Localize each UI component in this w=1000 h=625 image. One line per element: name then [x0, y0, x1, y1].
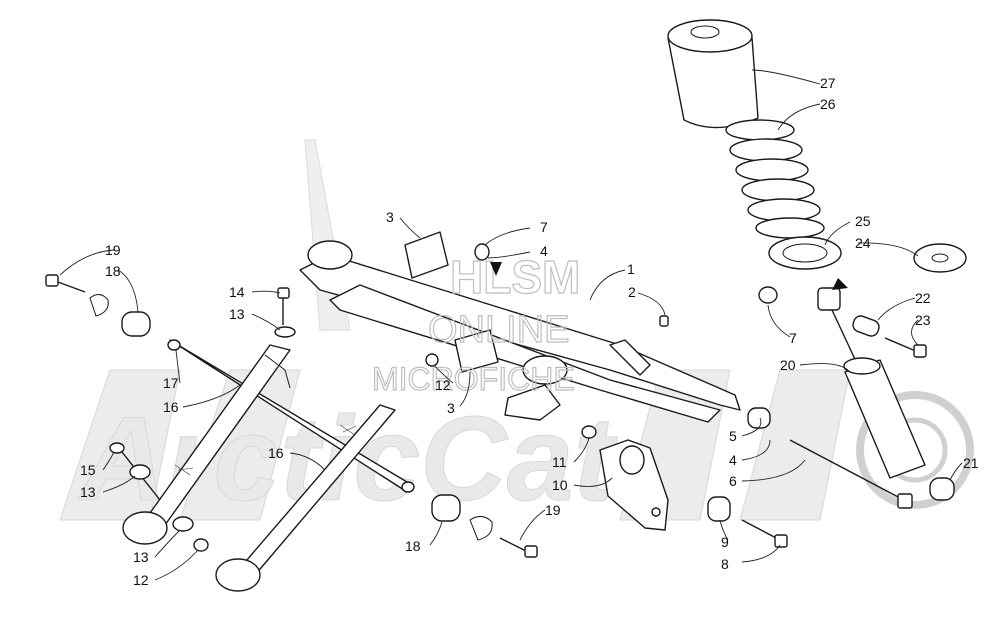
callout-20: 20 — [780, 357, 796, 373]
callout-18-lower: 18 — [405, 538, 421, 554]
watermark-letter-shape — [179, 369, 301, 521]
part-18-bushing-lower — [431, 494, 461, 522]
part-10-mount-bracket — [599, 439, 669, 531]
part-18-bushing-upper — [121, 311, 151, 337]
callout-13-top: 13 — [229, 306, 245, 322]
callout-19-lower: 19 — [545, 502, 561, 518]
part-14-bolt — [277, 287, 290, 325]
callout-17: 17 — [163, 375, 179, 391]
watermark-letter-shape — [739, 369, 851, 521]
leader-lines — [59, 69, 963, 581]
part-16-bracket-tab — [264, 354, 291, 389]
callout-12-lower: 12 — [133, 572, 149, 588]
callout-5: 5 — [729, 428, 737, 444]
callout-3-upper: 3 — [386, 209, 394, 225]
part-16-idler-arm-left — [122, 344, 291, 545]
part-13-washer-lower — [172, 516, 194, 532]
cap-washer-lower — [469, 516, 493, 541]
hlsm-watermark: HLSM ONLINE MICROFICHE — [371, 250, 581, 397]
callout-6: 6 — [729, 473, 737, 489]
callout-7-right: 7 — [789, 330, 797, 346]
part-12-nut-lower — [193, 538, 209, 552]
part-9-bushing — [707, 496, 731, 522]
callout-1: 1 — [627, 261, 635, 277]
part-8-bolt — [741, 519, 788, 548]
part-13-washer-upper — [129, 464, 151, 480]
part-23-shock-bolt — [884, 337, 927, 358]
callout-4-lower: 4 — [729, 452, 737, 468]
part-3-bracket-upper — [404, 231, 449, 279]
part-24-spring-retainer — [913, 243, 967, 273]
callout-11: 11 — [552, 454, 567, 470]
callout-12-center: 12 — [435, 377, 451, 393]
callout-23: 23 — [915, 312, 931, 328]
part-21-bushing — [929, 477, 955, 501]
cap-washer-upper — [89, 294, 109, 317]
watermark-line3: MICROFICHE — [372, 361, 575, 397]
callout-labels: 27 26 25 24 22 23 7 20 21 1 2 3 7 4 12 3… — [80, 75, 979, 588]
watermark-line1: HLSM — [450, 251, 580, 303]
arrow-marker-icon — [832, 278, 848, 290]
callout-9: 9 — [721, 534, 729, 550]
callout-22: 22 — [915, 290, 931, 306]
callout-8: 8 — [721, 556, 729, 572]
part-16-idler-arm-right — [215, 404, 396, 592]
part-3-bracket-lower — [454, 329, 499, 373]
part-1-rear-arm — [299, 240, 741, 423]
callout-15: 15 — [80, 462, 96, 478]
part-5-bushing — [747, 407, 771, 429]
watermark-wheel-icon — [856, 391, 974, 509]
callout-3-lower: 3 — [447, 400, 455, 416]
callout-25: 25 — [855, 213, 871, 229]
callout-19-upper: 19 — [105, 242, 121, 258]
callout-18-upper: 18 — [105, 263, 121, 279]
part-25-spring-seat — [768, 236, 842, 270]
part-19-bolt-upper — [45, 274, 86, 293]
part-27-spring-boot — [667, 19, 759, 129]
callout-27: 27 — [820, 75, 836, 91]
callout-7-center: 7 — [540, 219, 548, 235]
callout-26: 26 — [820, 96, 836, 112]
callout-13-lower: 13 — [133, 549, 149, 565]
callout-16-left: 16 — [163, 399, 179, 415]
callout-24: 24 — [855, 235, 871, 251]
callout-2: 2 — [628, 284, 636, 300]
part-6-long-bolt — [789, 439, 913, 509]
part-19-bolt-lower — [499, 537, 538, 558]
watermark-line2: ONLINE — [428, 309, 569, 351]
part-12-nut-center — [425, 353, 439, 367]
part-20-shock-absorber — [817, 278, 926, 479]
callout-4-upper: 4 — [540, 243, 548, 259]
part-7-lock-nut-right — [758, 286, 778, 304]
part-26-coil-spring — [725, 119, 825, 239]
callout-14: 14 — [229, 284, 245, 300]
callout-13-upper: 13 — [80, 484, 96, 500]
part-22-shock-bushing — [852, 315, 880, 337]
arrow-marker-icon — [490, 262, 502, 276]
part-11-nut — [581, 425, 597, 439]
part-7-lock-nut-center — [474, 243, 490, 261]
callout-21: 21 — [963, 455, 979, 471]
part-2-grease-fitting — [659, 315, 669, 327]
callout-10: 10 — [552, 477, 568, 493]
callout-16-right: 16 — [268, 445, 284, 461]
